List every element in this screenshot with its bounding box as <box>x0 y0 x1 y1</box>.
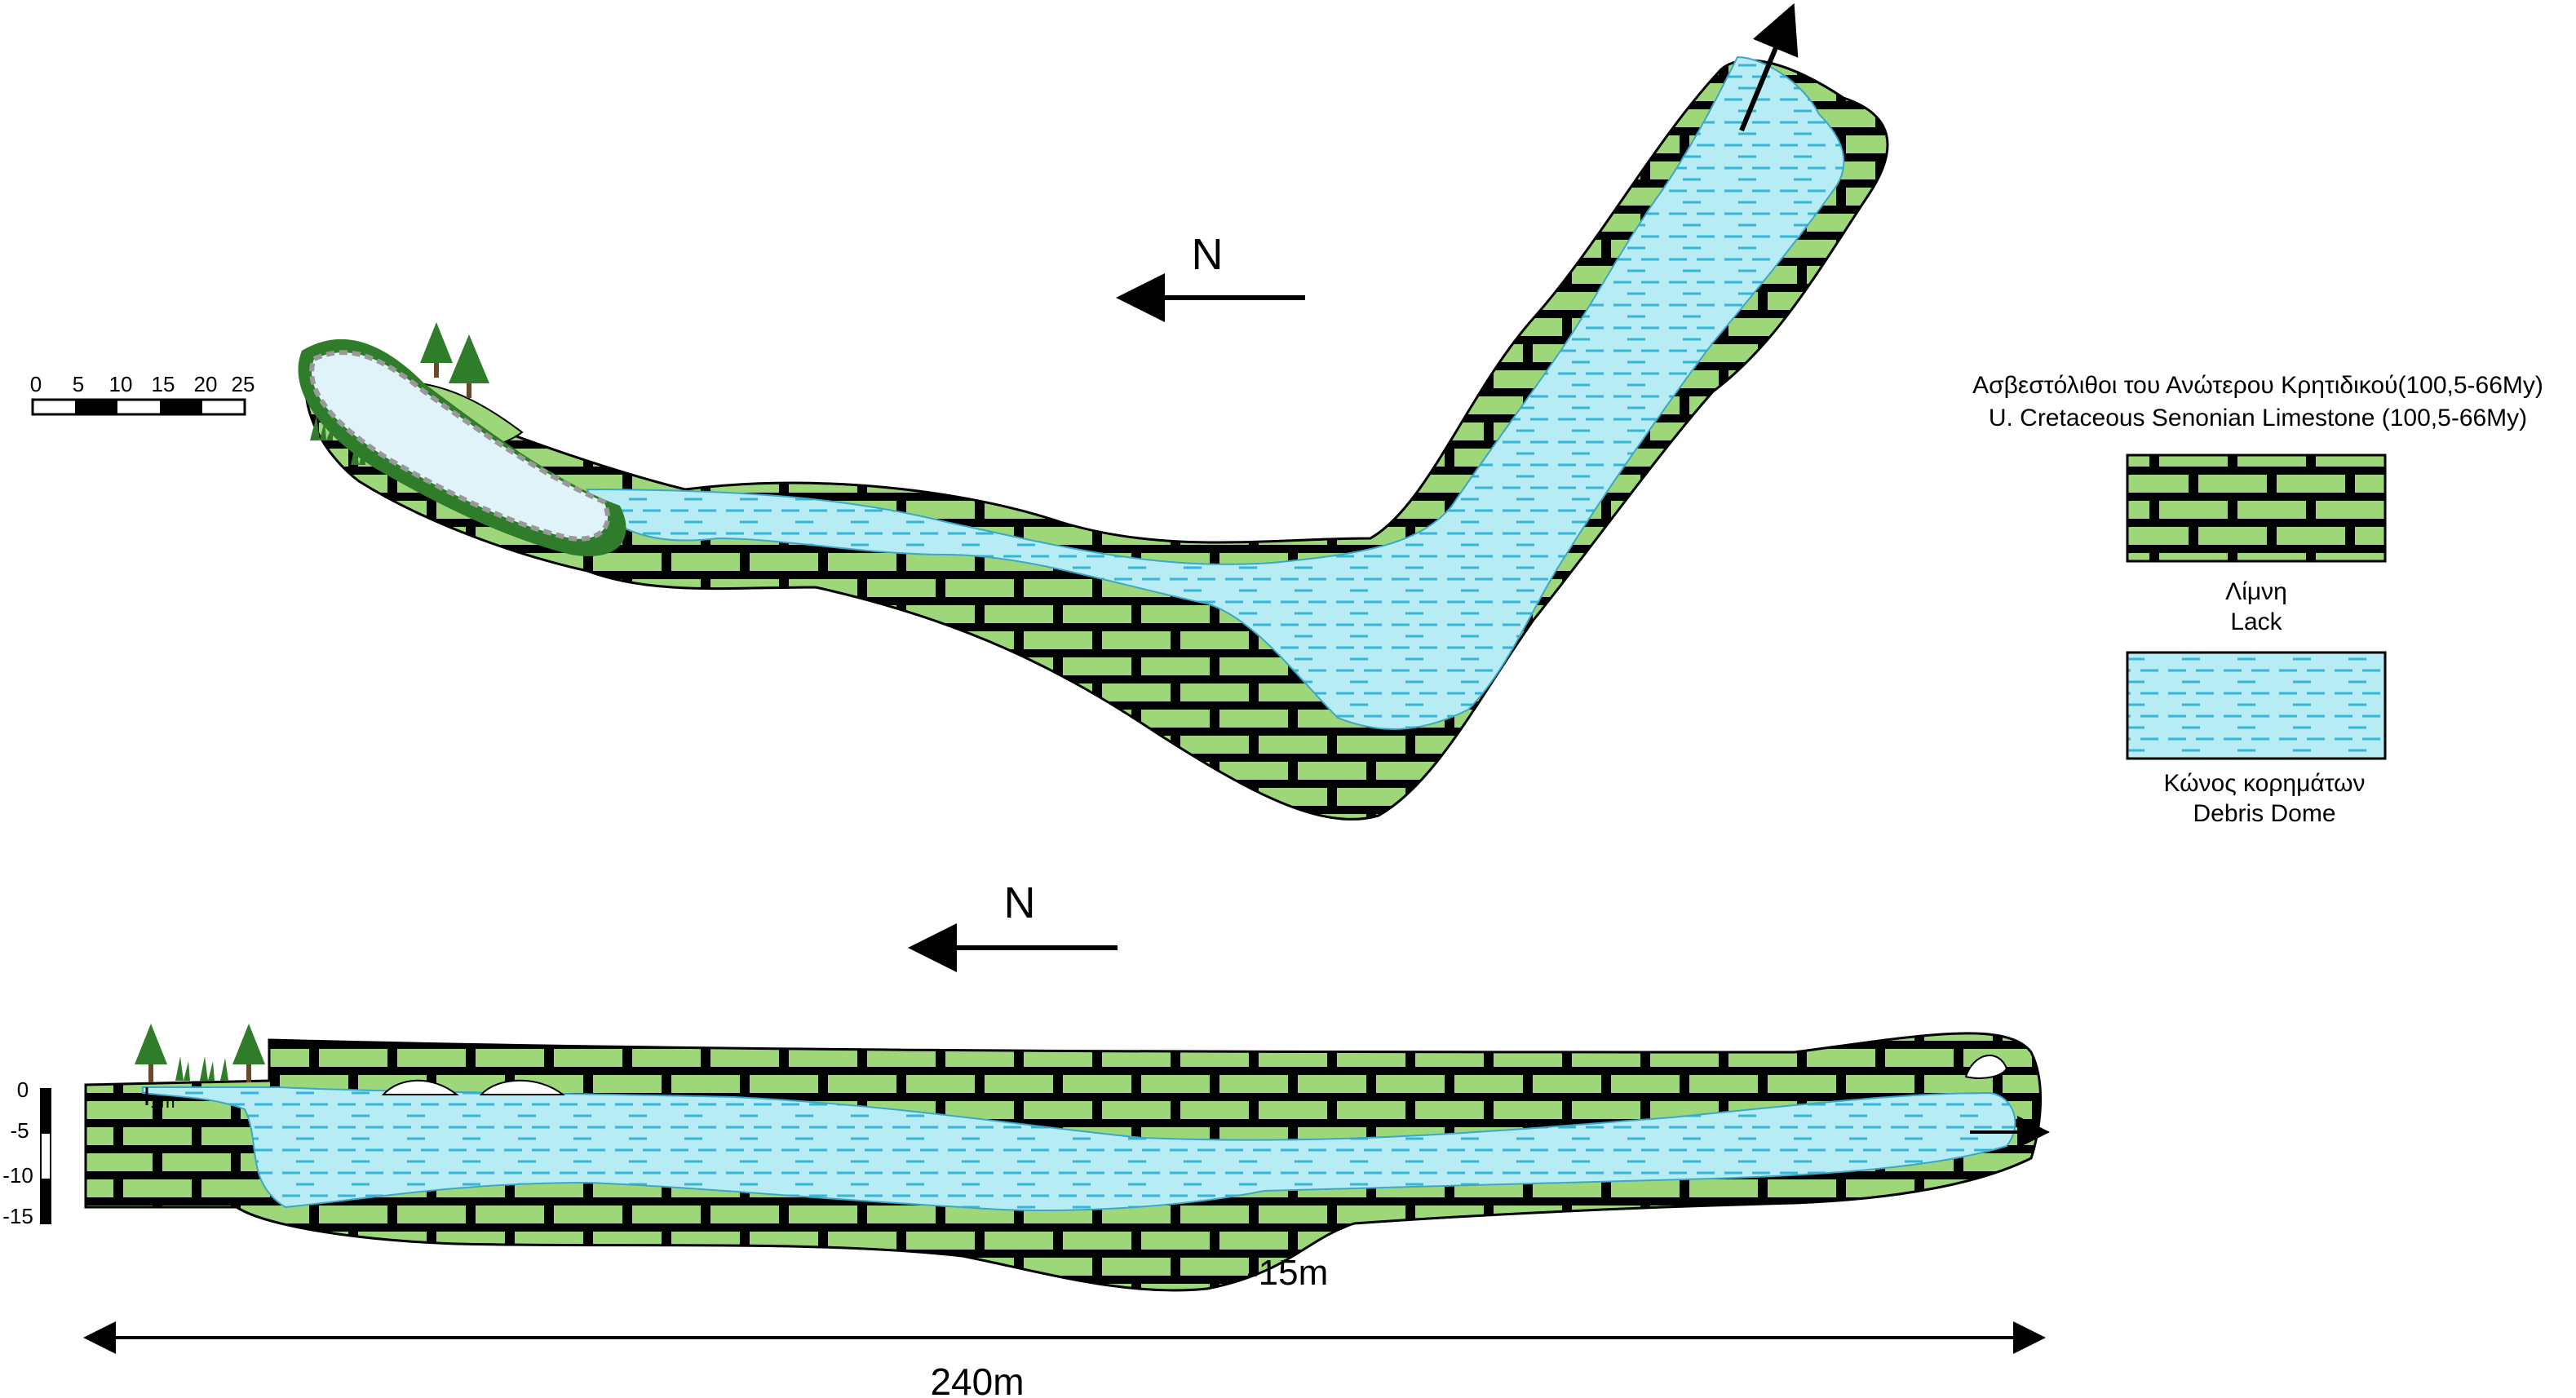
north-label: N <box>1192 230 1224 279</box>
legend-item-english: Debris Dome <box>2193 800 2335 827</box>
plan-north-arrow: N <box>1116 230 1305 322</box>
reeds-icon <box>200 1056 215 1081</box>
scale-tick-label: 5 <box>73 372 84 396</box>
profile-air-pocket <box>381 1079 459 1095</box>
profile-air-pocket <box>1964 1055 2008 1079</box>
entrance-depth-label: 1m <box>150 1091 175 1112</box>
reeds-icon <box>175 1056 190 1081</box>
profile-north-arrow: N <box>908 878 1118 972</box>
plan-entrance-pool <box>298 338 626 556</box>
tree-icon <box>232 1024 265 1064</box>
length-label: 240m <box>930 1360 1024 1398</box>
scale-tick-label: 15 <box>152 372 175 396</box>
scale-tick-label: 25 <box>232 372 255 396</box>
tree-icon <box>449 334 489 383</box>
north-label: N <box>1004 878 1036 927</box>
legend-title-english: U. Cretaceous Senonian Limestone (100,5-… <box>1989 405 2527 431</box>
scale-tick-label: 10 <box>109 372 133 396</box>
plan-vegetation <box>310 322 489 465</box>
depth-tick-label: 0 <box>17 1077 29 1102</box>
reeds-icon <box>220 1058 228 1081</box>
profile-depth-scale: 0 -5 -10 -15 <box>2 1077 51 1228</box>
profile-vegetation <box>135 1024 265 1082</box>
legend: Ασβεστόλιθοι του Ανώτερου Κρητιδικού(100… <box>1972 372 2543 827</box>
scale-tick-label: 0 <box>30 372 42 396</box>
max-depth-label: -15m <box>1246 1253 1328 1293</box>
length-dimension: 240m <box>83 1321 2046 1398</box>
legend-item-greek: Κώνος κορημάτων <box>2163 770 2365 797</box>
depth-tick-label: -10 <box>2 1163 33 1188</box>
plan-lake <box>586 55 1845 730</box>
reeds-icon <box>310 416 333 440</box>
tree-icon <box>420 322 453 363</box>
legend-item-greek: Λίμνη <box>2225 578 2287 605</box>
legend-item-english: Lack <box>2230 608 2282 635</box>
profile-view: N 1m 0 <box>2 878 2050 1398</box>
plan-scale-bar: 0 5 10 15 20 25 <box>30 372 255 416</box>
reeds-icon <box>351 442 365 465</box>
legend-swatch-water <box>2126 651 2387 760</box>
plan-limestone-body <box>304 59 1889 821</box>
plan-view: N 0 5 10 15 20 25 <box>30 2 1889 821</box>
tree-icon <box>135 1024 167 1064</box>
scale-tick-label: 20 <box>194 372 218 396</box>
profile-lake <box>142 1086 2016 1211</box>
plan-exit-arrow <box>1739 2 1799 132</box>
depth-tick-label: -5 <box>10 1118 29 1143</box>
legend-swatch-limestone <box>2126 453 2387 563</box>
depth-tick-label: -15 <box>2 1204 33 1228</box>
entrance-depth-marker: 1m <box>145 1087 175 1112</box>
legend-title-greek: Ασβεστόλιθοι του Ανώτερου Κρητιδικού(100… <box>1972 372 2543 399</box>
profile-air-pocket <box>479 1079 565 1095</box>
